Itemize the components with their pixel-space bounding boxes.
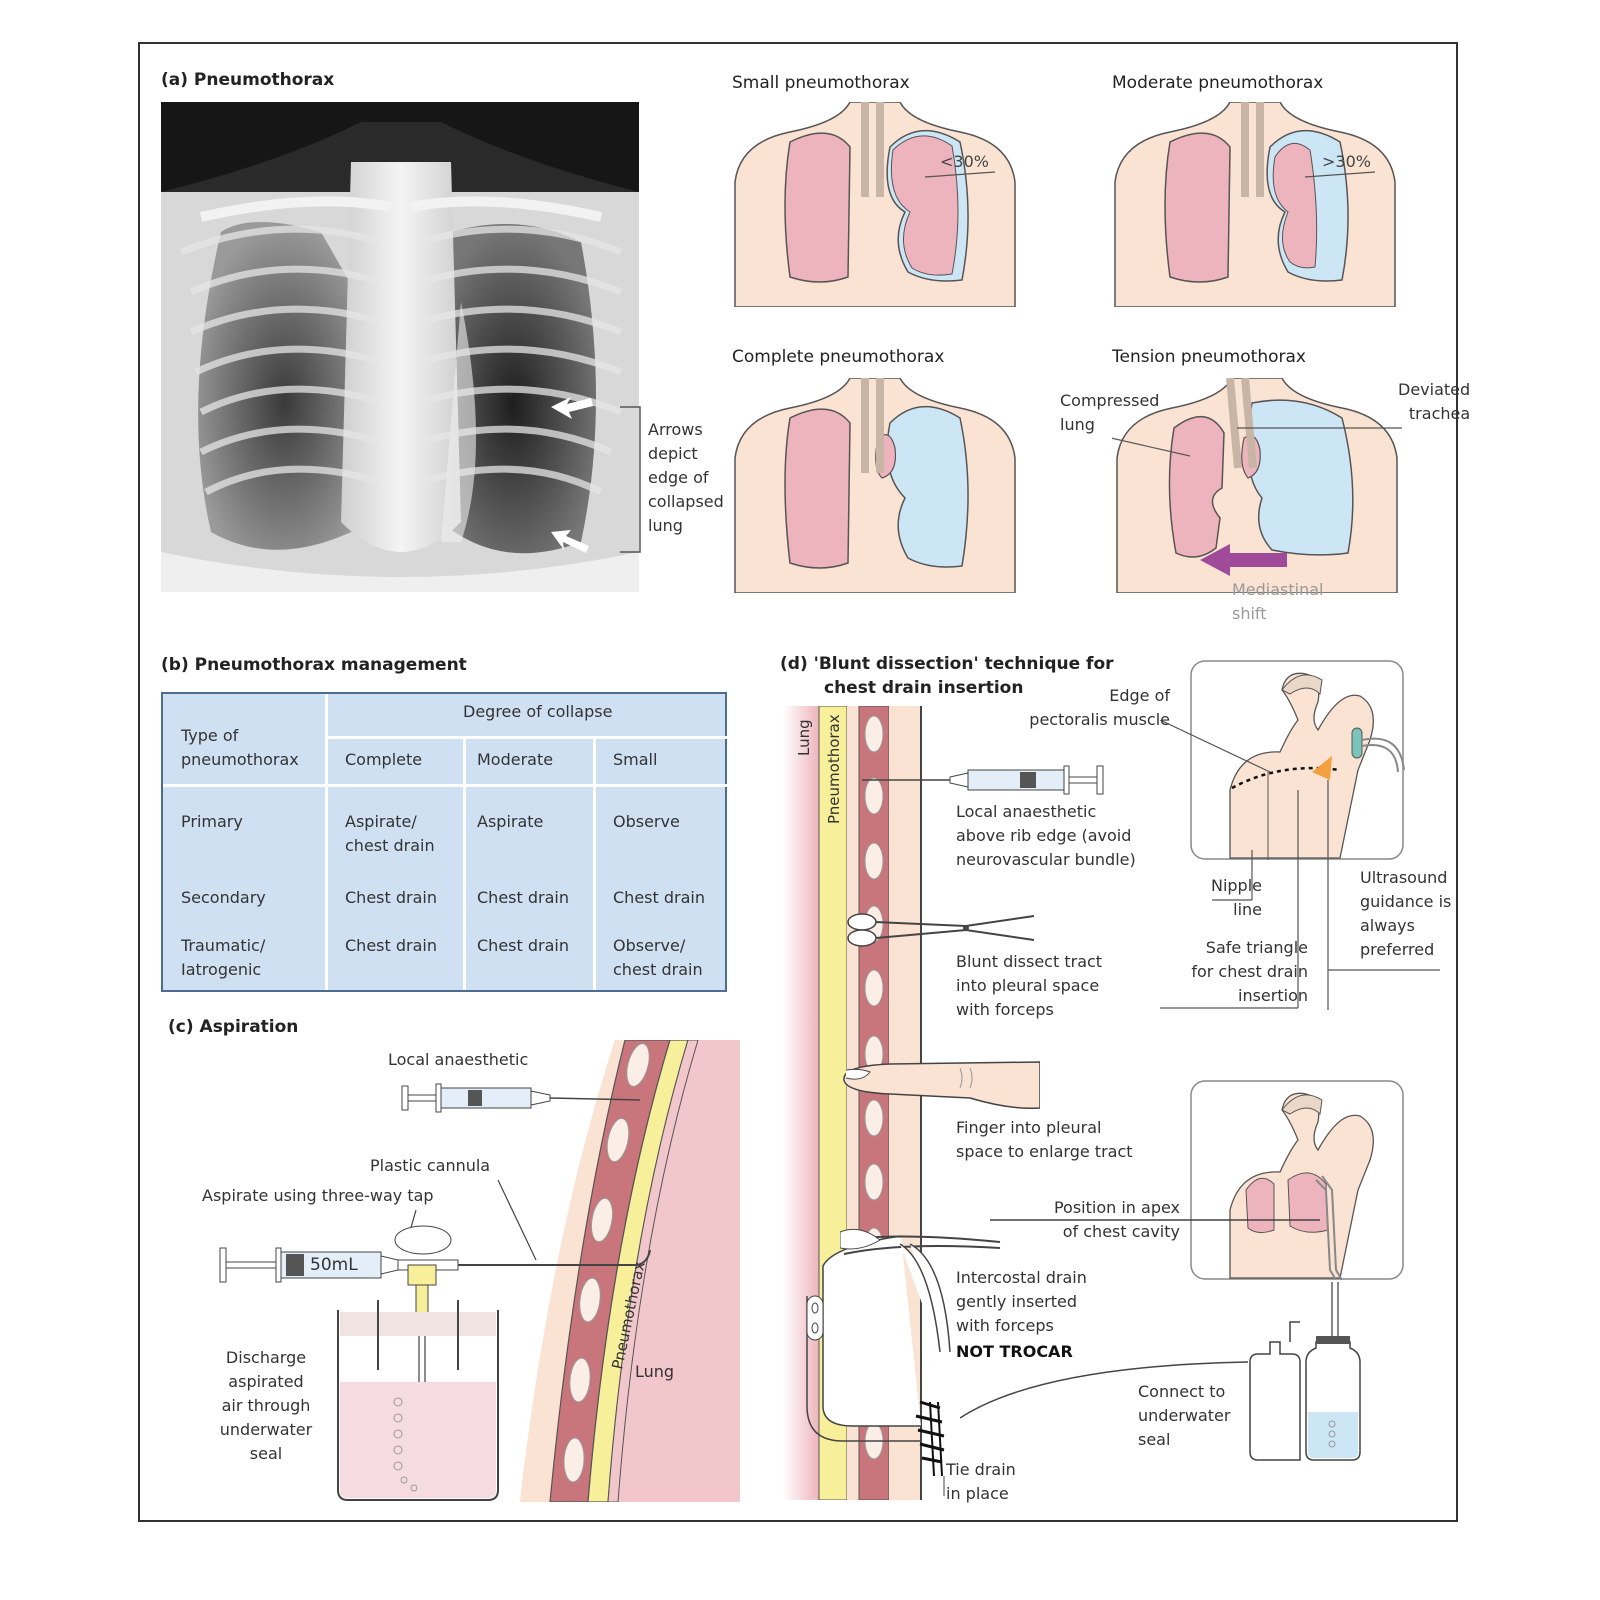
- discharge-label: Discharge aspirated air through underwat…: [219, 1348, 313, 1463]
- col-header-moderate: Moderate: [477, 750, 554, 769]
- aspiration-chest-wall: Pneumothorax Lung: [520, 1040, 740, 1502]
- underwater-seal-bottles: [1249, 1282, 1361, 1461]
- connect-leader: [960, 1361, 1249, 1419]
- panel-c-title: (c) Aspiration: [168, 1017, 299, 1037]
- cell-traumatic-small: Observe/chest drain: [613, 936, 703, 979]
- torso-inset-leaders: [1160, 720, 1440, 1010]
- finger-illustration: [843, 1061, 1040, 1110]
- aspiration-apparatus: 50mL: [219, 1179, 651, 1501]
- complete-pneumothorax-title: Complete pneumothorax: [732, 347, 945, 367]
- panel-a-title: (a) Pneumothorax: [161, 70, 335, 90]
- not-trocar-label: NOT TROCAR: [956, 1342, 1073, 1361]
- tension-pneumothorax-diagram: [1112, 378, 1402, 593]
- local-anaesthetic-syringe: [401, 1083, 641, 1113]
- panel-d-title: (d) 'Blunt dissection' technique for che…: [780, 654, 1114, 698]
- blunt-forceps: [847, 913, 1035, 947]
- small-pct: <30%: [940, 152, 989, 171]
- figure-frame: [138, 42, 1458, 1522]
- panel-b-title: (b) Pneumothorax management: [161, 655, 467, 675]
- xray-image: [161, 102, 639, 592]
- three-way-tap-label: Aspirate using three-way tap: [202, 1186, 434, 1205]
- table-divider: [325, 736, 727, 739]
- suture-ties: [915, 1400, 945, 1496]
- small-pneumothorax-title: Small pneumothorax: [732, 73, 910, 93]
- drain-lung-label: Lung: [795, 719, 813, 756]
- col-header-complete: Complete: [345, 750, 423, 769]
- moderate-pneumothorax-diagram: >30%: [1114, 102, 1396, 307]
- complete-pneumothorax-diagram: [734, 378, 1016, 593]
- row-type-traumatic: Traumatic/Iatrogenic: [181, 936, 266, 979]
- aspiration-lung-label: Lung: [635, 1362, 674, 1381]
- cell-primary-moderate: Aspirate: [477, 812, 544, 831]
- table-divider: [163, 784, 727, 787]
- mediastinal-shift-label: Mediastinal shift: [1232, 580, 1324, 623]
- tension-pneumothorax-title: Tension pneumothorax: [1112, 347, 1306, 367]
- management-table: Degree of collapse Type of pneumothorax …: [161, 692, 727, 992]
- table-divider: [463, 738, 466, 990]
- row-header: Type of pneumothorax: [181, 726, 299, 769]
- deviated-trachea-label: Deviated trachea: [1398, 380, 1471, 423]
- moderate-pneumothorax-title: Moderate pneumothorax: [1112, 73, 1324, 93]
- small-pneumothorax-diagram: <30%: [734, 102, 1016, 307]
- table-divider: [325, 694, 328, 990]
- cell-primary-complete: Aspirate/chest drain: [345, 812, 435, 855]
- torso-inset-apex-position: [1190, 1080, 1404, 1280]
- col-group-header: Degree of collapse: [463, 702, 613, 721]
- moderate-pct: >30%: [1322, 152, 1371, 171]
- drain-chest-wall: Lung Pneumothorax: [783, 706, 922, 1500]
- aspiration-local-label: Local anaesthetic: [388, 1050, 529, 1069]
- col-header-small: Small: [613, 750, 658, 769]
- apex-leader: [990, 1219, 1320, 1221]
- cell-traumatic-moderate: Chest drain: [477, 936, 569, 955]
- cell-traumatic-complete: Chest drain: [345, 936, 437, 955]
- compressed-lung-label: Compressed lung: [1060, 391, 1160, 434]
- table-divider: [593, 738, 596, 990]
- syringe-volume: 50mL: [310, 1255, 358, 1275]
- torso-inset-safe-triangle: [1190, 660, 1405, 860]
- cell-secondary-complete: Chest drain: [345, 888, 437, 907]
- drain-insertion-forceps: [840, 1228, 1001, 1352]
- drain-pneumothorax-label: Pneumothorax: [825, 714, 843, 824]
- xray-arrow-note: Arrows depict edge of collapsed lung: [648, 420, 724, 535]
- plastic-cannula-label: Plastic cannula: [370, 1156, 491, 1175]
- cell-secondary-moderate: Chest drain: [477, 888, 569, 907]
- cell-secondary-small: Chest drain: [613, 888, 705, 907]
- cell-primary-small: Observe: [613, 812, 680, 831]
- drain-local-syringe: [862, 765, 1104, 795]
- xray-bracket: [620, 406, 641, 553]
- row-type-primary: Primary: [181, 812, 243, 831]
- row-type-secondary: Secondary: [181, 888, 266, 907]
